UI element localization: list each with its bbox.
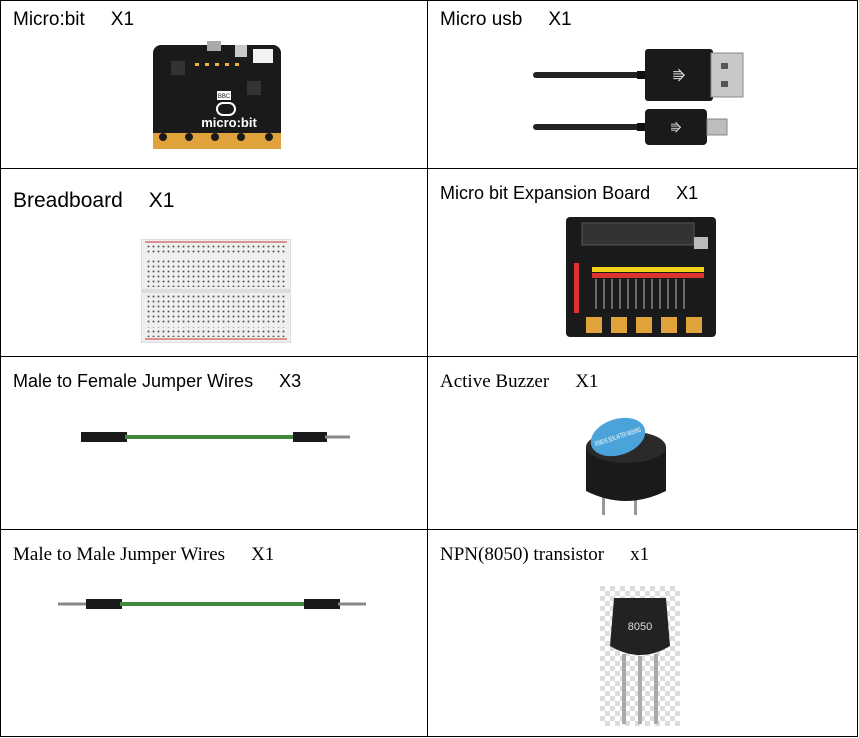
item-name: Micro bit Expansion Board [440,183,651,203]
cell-breadboard: Breadboard X1 [0,168,428,357]
board-logo-text: micro:bit [201,115,257,130]
item-qty: X1 [575,371,599,392]
cell-mm-jumper: Male to Male Jumper Wires X1 [0,529,428,737]
jumper-wire-icon [81,432,350,442]
item-label: NPN(8050) transistor x1 [440,544,649,566]
item-name: Micro usb [440,9,523,30]
item-qty: X1 [548,9,572,30]
item-qty: X3 [279,371,302,391]
item-name: Male to Female Jumper Wires [13,371,254,391]
buzzer-icon: REMOVE SEAL AFTER WASHING [586,417,666,515]
item-name: Male to Male Jumper Wires [13,544,226,565]
item-label: Active Buzzer X1 [440,371,598,393]
item-name: Breadboard [13,189,123,212]
transistor-marking: 8050 [628,621,652,633]
item-qty: X1 [676,183,699,203]
item-qty: X1 [110,9,135,30]
item-name: NPN(8050) transistor [440,544,605,565]
item-qty: X1 [148,189,175,212]
item-label: Male to Male Jumper Wires X1 [13,544,274,566]
cell-microbit: Micro:bit X1 BBC micro:bit [0,0,428,169]
svg-text:⭆: ⭆ [673,68,686,84]
item-label: Micro usb X1 [440,9,572,31]
item-label: Breadboard X1 [13,189,174,213]
item-label: Micro bit Expansion Board X1 [440,183,698,204]
cell-usb: Micro usb X1 ⭆ ⭆ [427,0,858,169]
item-qty: X1 [251,544,275,565]
cell-mf-jumper: Male to Female Jumper Wires X3 [0,356,428,530]
item-label: Micro:bit X1 [13,9,134,31]
microbit-board-icon: BBC micro:bit [153,41,281,149]
expansion-board-icon [566,217,716,337]
cell-transistor: NPN(8050) transistor x1 8050 [427,529,858,737]
transistor-icon: 8050 [600,586,680,726]
svg-text:⭆: ⭆ [671,121,682,135]
item-name: Active Buzzer [440,371,550,392]
board-small-text: BBC [218,94,231,100]
item-label: Male to Female Jumper Wires X3 [13,371,301,392]
jumper-wire-icon [58,599,366,609]
item-name: Micro:bit [13,9,85,30]
cell-expansion-board: Micro bit Expansion Board X1 [427,168,858,357]
item-qty: x1 [630,544,650,565]
usb-cable-icon: ⭆ ⭆ [533,49,744,145]
breadboard-icon [141,239,291,343]
cell-buzzer: Active Buzzer X1 REMOVE SEAL AFTER WASHIN… [427,356,858,530]
